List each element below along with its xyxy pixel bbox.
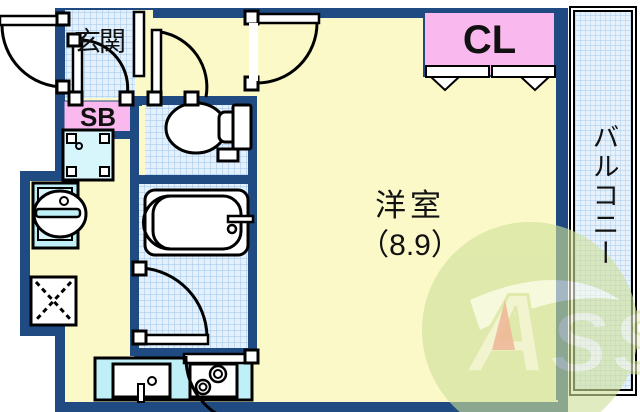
kitchen-counter [93, 356, 254, 403]
bathtub-fixture [142, 188, 255, 257]
toilet-fixture [164, 101, 253, 163]
balcony-opening [556, 12, 568, 400]
entry-door [0, 11, 71, 95]
room-entry-door [182, 348, 260, 412]
washing-machine-pan [29, 275, 78, 327]
hall-door [146, 28, 209, 107]
water-heater-unit [61, 128, 115, 182]
closet-cl [423, 11, 556, 92]
washbasin-fixture [31, 181, 88, 250]
hall-door-slab [132, 10, 146, 78]
room-north-door [243, 9, 321, 92]
balcony-area [568, 5, 638, 397]
bathroom-door [131, 260, 210, 346]
genkan-inner-door [66, 32, 135, 107]
